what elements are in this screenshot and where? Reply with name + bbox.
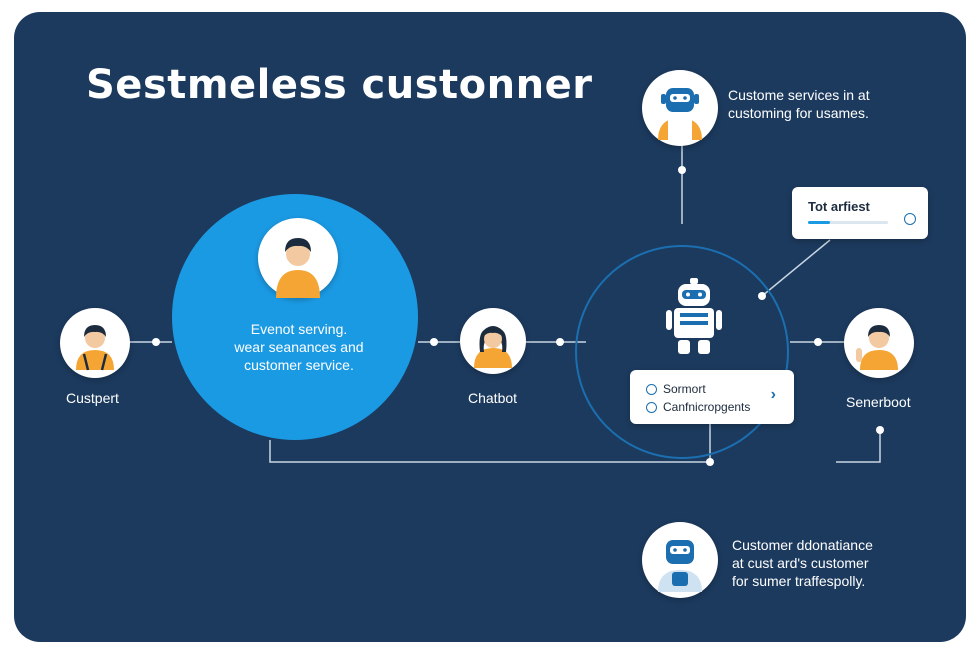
hub-person-node <box>258 218 338 298</box>
dot <box>814 338 822 346</box>
bottom-note: Customer ddonatiance at cust ard's custo… <box>732 536 873 590</box>
dot <box>152 338 160 346</box>
option-label: Sormort <box>663 382 706 396</box>
person-icon <box>76 325 114 371</box>
connector-progress-card <box>761 239 831 297</box>
robot-ring <box>575 245 789 459</box>
dot <box>430 338 438 346</box>
check-circle-icon <box>646 401 657 413</box>
progress-bar <box>808 221 888 224</box>
option-item[interactable]: Canfnicropgents <box>646 400 750 414</box>
dot <box>556 338 564 346</box>
top-note: Custome services in at customing for usa… <box>728 86 870 122</box>
chatbot-label: Chatbot <box>468 390 518 406</box>
right-node-label: Senerboot <box>846 394 911 410</box>
top-robot-node <box>642 70 718 146</box>
note-line: Custome services in at <box>728 87 870 103</box>
hub-text-line: customer service. <box>244 357 354 373</box>
connector-lines <box>128 144 884 466</box>
diagram-panel: Sestmeless custonner Evenot serving. wea… <box>14 12 966 642</box>
person-icon <box>856 325 898 370</box>
person-icon <box>276 238 320 298</box>
options-card[interactable]: Sormort Canfnicropgents › <box>630 370 794 424</box>
note-line: Customer ddonatiance <box>732 537 873 553</box>
left-person-node <box>60 308 130 378</box>
connector-bottom-loop <box>269 424 711 463</box>
connector-right-return <box>836 430 881 463</box>
dot <box>876 426 884 434</box>
chatbot-node <box>460 308 526 374</box>
note-line: customing for usames. <box>728 105 869 121</box>
right-person-node <box>844 308 914 378</box>
left-node-label: Custpert <box>66 390 119 406</box>
chevron-right-icon[interactable]: › <box>770 386 776 403</box>
robot-icon <box>658 540 702 592</box>
progress-card-title: Tot arfiest <box>808 199 870 214</box>
person-icon <box>474 326 512 368</box>
dot <box>758 292 766 300</box>
progress-fill <box>808 221 831 224</box>
hub-text: Evenot serving. wear seanances and custo… <box>214 320 384 374</box>
hub-text-line: wear seanances and <box>234 339 364 355</box>
progress-card[interactable]: Tot arfiest <box>792 187 928 239</box>
option-label: Canfnicropgents <box>663 400 751 414</box>
note-line: at cust ard's customer <box>732 555 869 571</box>
option-item[interactable]: Sormort <box>646 382 706 396</box>
dot <box>678 166 686 174</box>
dot <box>706 458 714 466</box>
info-icon[interactable] <box>904 213 916 225</box>
bottom-robot-node <box>642 522 718 598</box>
robot-icon <box>666 278 722 354</box>
robot-icon <box>658 88 702 140</box>
hub-text-line: Evenot serving. <box>250 321 348 337</box>
note-line: for sumer traffespolly. <box>732 573 866 589</box>
page-title: Sestmeless custonner <box>86 62 593 108</box>
check-circle-icon <box>646 383 657 395</box>
